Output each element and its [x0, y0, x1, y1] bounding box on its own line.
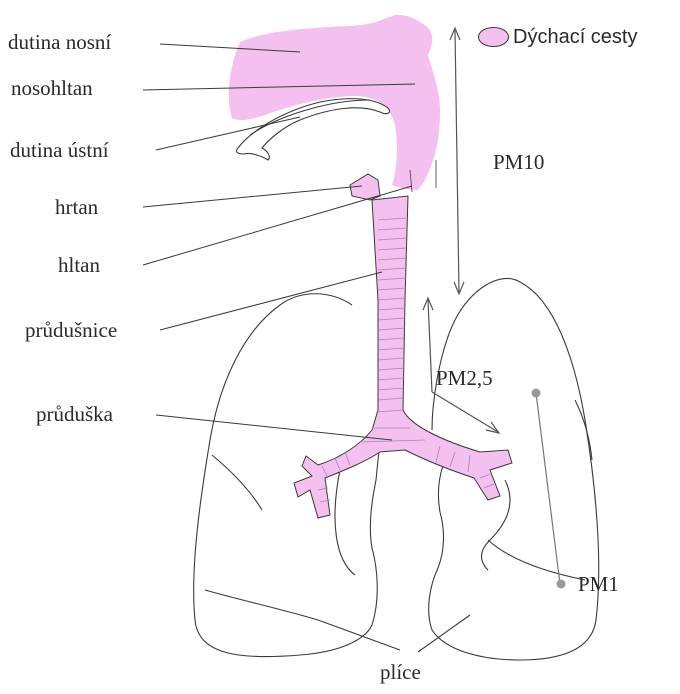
airway — [229, 15, 512, 518]
pm1-dot-bottom — [557, 580, 566, 589]
right-lung-fissure-2 — [488, 540, 585, 580]
left-lung-fissure-2 — [205, 590, 318, 620]
pm25-arrow-diagonal — [432, 392, 498, 432]
label-pruduska: průduška — [36, 402, 113, 426]
left-lung — [194, 294, 380, 657]
label-hrtan: hrtan — [55, 195, 98, 219]
label-dutina-ustni: dutina ústní — [10, 138, 109, 162]
pm1-line — [536, 393, 560, 584]
label-pm25: PM2,5 — [436, 366, 493, 390]
label-hltan: hltan — [58, 253, 100, 277]
trachea-shape — [294, 196, 512, 518]
leader-pruduska — [156, 415, 392, 440]
left-lung-fissure-1 — [212, 455, 262, 510]
leader-hltan — [143, 186, 412, 265]
legend-label: Dýchací cesty — [513, 25, 637, 49]
label-prudusnice: průdušnice — [25, 318, 117, 342]
label-dutina-nosni: dutina nosní — [8, 30, 111, 54]
plice-leader-left — [318, 620, 400, 650]
label-plice: plíce — [380, 660, 421, 684]
label-nosohltan: nosohltan — [11, 76, 93, 100]
pm10-arrow — [455, 30, 459, 292]
particle-arrows — [423, 28, 560, 584]
legend-swatch — [478, 27, 509, 47]
label-pm10: PM10 — [493, 150, 544, 174]
pm1-dot-top — [532, 389, 541, 398]
leader-hrtan — [143, 186, 362, 207]
left-lung-inner — [335, 470, 355, 575]
leader-dutina-ustni — [156, 117, 300, 150]
label-pm1: PM1 — [578, 572, 619, 596]
leader-prudusnice — [160, 272, 382, 330]
pm25-arrow-vertical — [428, 300, 432, 392]
plice-leader-right — [418, 615, 470, 652]
